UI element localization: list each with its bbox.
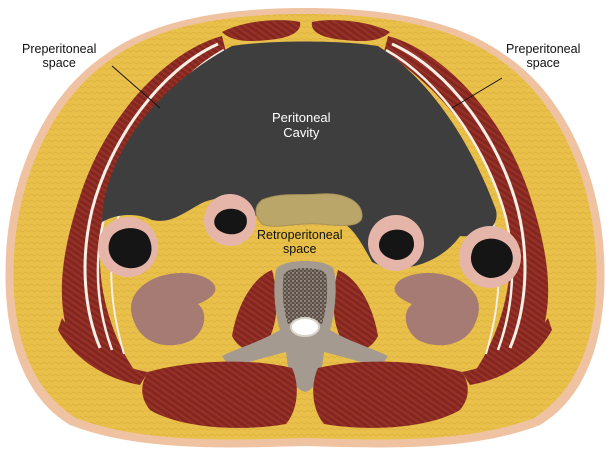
bowel-loop-left-outer [98, 217, 158, 277]
vertebral-body-interior [282, 268, 328, 324]
label-line: Cavity [283, 125, 320, 140]
fascia-line-left-1 [83, 42, 219, 349]
label-line: space [526, 56, 560, 70]
psoas-muscle-right [333, 270, 378, 352]
kidney-right [394, 272, 479, 346]
retroperitoneal-organ [255, 193, 363, 227]
bowel-loop-right-inner [368, 215, 424, 271]
label-line: Peritoneal [272, 110, 331, 125]
lower-muscle-left [58, 318, 148, 385]
label-line: Retroperitoneal [257, 228, 343, 242]
lateral-wall-muscles-right [384, 36, 549, 378]
label-line: Preperitoneal [22, 42, 97, 56]
fascia-line-right-2 [385, 48, 514, 351]
label-line: space [283, 242, 317, 256]
paraspinal-muscle-right [313, 361, 468, 428]
rectus-muscle-right [311, 20, 390, 42]
label-preperitoneal-space-left: Preperitoneal space [22, 42, 96, 70]
label-line: Preperitoneal [506, 42, 581, 56]
bowel-loop-right-outer [459, 226, 521, 288]
leader-line-preperitoneal-left [111, 65, 161, 109]
kidney-left [131, 272, 216, 346]
label-retroperitoneal-space: Retroperitoneal space [257, 228, 342, 256]
peritoneal-cavity [102, 41, 497, 268]
psoas-muscle-left [232, 270, 277, 352]
paraspinal-muscle-left [142, 361, 297, 428]
lower-muscle-right [462, 318, 552, 385]
rectus-muscle-left [222, 20, 301, 42]
bowel-loop-left-inner [204, 194, 256, 246]
spinal-canal [290, 317, 320, 337]
fascia-line-right-1 [391, 42, 527, 349]
label-line: space [42, 56, 76, 70]
label-preperitoneal-space-right: Preperitoneal space [506, 42, 580, 70]
lateral-wall-muscles-left [61, 36, 226, 378]
leader-line-preperitoneal-right [451, 77, 503, 109]
label-peritoneal-cavity: Peritoneal Cavity [272, 110, 331, 140]
